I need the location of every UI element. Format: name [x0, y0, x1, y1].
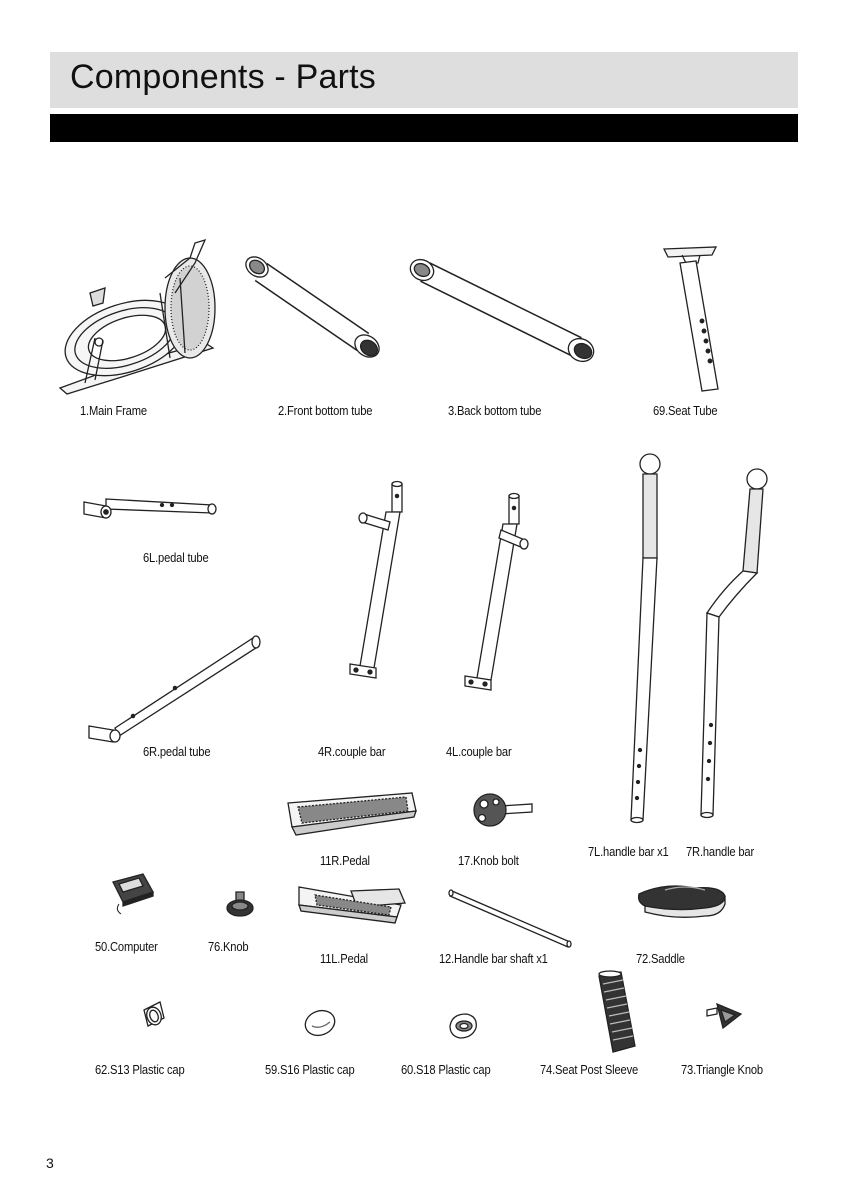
pedal-tube-left-label: 6L.pedal tube [143, 550, 209, 565]
main-frame-illustration [55, 238, 225, 398]
knob-illustration [223, 890, 257, 920]
handle-bar-right-illustration [695, 465, 770, 820]
front-bottom-tube-illustration [243, 250, 383, 360]
s13-plastic-cap-label: 62.S13 Plastic cap [95, 1062, 185, 1077]
triangle-knob-label: 73.Triangle Knob [681, 1062, 763, 1077]
pedal-right-label: 11R.Pedal [320, 853, 370, 868]
front-bottom-tube-label: 2.Front bottom tube [278, 403, 373, 418]
handle-bar-shaft-label: 12.Handle bar shaft x1 [439, 951, 548, 966]
page-title: Components - Parts [70, 58, 376, 96]
s18-plastic-cap-illustration [446, 1010, 480, 1040]
handle-bar-left-illustration [625, 450, 670, 825]
seat-post-sleeve-illustration [595, 970, 640, 1055]
knob-bolt-label: 17.Knob bolt [458, 853, 519, 868]
saddle-label: 72.Saddle [636, 951, 685, 966]
pedal-right-illustration [282, 785, 422, 840]
seat-post-sleeve-label: 74.Seat Post Sleeve [540, 1062, 639, 1077]
back-bottom-tube-illustration [405, 255, 600, 370]
saddle-illustration [635, 878, 730, 923]
computer-illustration [105, 870, 160, 915]
handle-bar-left-label: 7L.handle bar x1 [588, 844, 669, 859]
seat-tube-label: 69.Seat Tube [653, 403, 718, 418]
s13-plastic-cap-illustration [140, 1000, 166, 1030]
couple-bar-left-illustration [455, 490, 535, 695]
pedal-left-label: 11L.Pedal [320, 951, 368, 966]
triangle-knob-illustration [703, 1000, 745, 1030]
knob-bolt-illustration [470, 782, 535, 842]
main-frame-label: 1.Main Frame [80, 403, 147, 418]
header-divider-bar [50, 114, 798, 142]
back-bottom-tube-label: 3.Back bottom tube [448, 403, 542, 418]
handle-bar-shaft-illustration [448, 887, 576, 949]
pedal-tube-left-illustration [80, 493, 220, 525]
s16-plastic-cap-illustration [302, 1008, 338, 1038]
title-band: Components - Parts [50, 52, 798, 108]
s18-plastic-cap-label: 60.S18 Plastic cap [401, 1062, 491, 1077]
pedal-left-illustration [295, 883, 410, 928]
knob-label: 76.Knob [208, 939, 249, 954]
computer-label: 50.Computer [95, 939, 158, 954]
handle-bar-right-label: 7R.handle bar [686, 844, 755, 859]
pedal-tube-right-illustration [85, 630, 265, 745]
couple-bar-right-label: 4R.couple bar [318, 744, 386, 759]
pedal-tube-right-label: 6R.pedal tube [143, 744, 211, 759]
couple-bar-left-label: 4L.couple bar [446, 744, 512, 759]
couple-bar-right-illustration [340, 478, 420, 683]
page-number: 3 [46, 1155, 54, 1171]
seat-tube-illustration [660, 243, 720, 393]
s16-plastic-cap-label: 59.S16 Plastic cap [265, 1062, 355, 1077]
